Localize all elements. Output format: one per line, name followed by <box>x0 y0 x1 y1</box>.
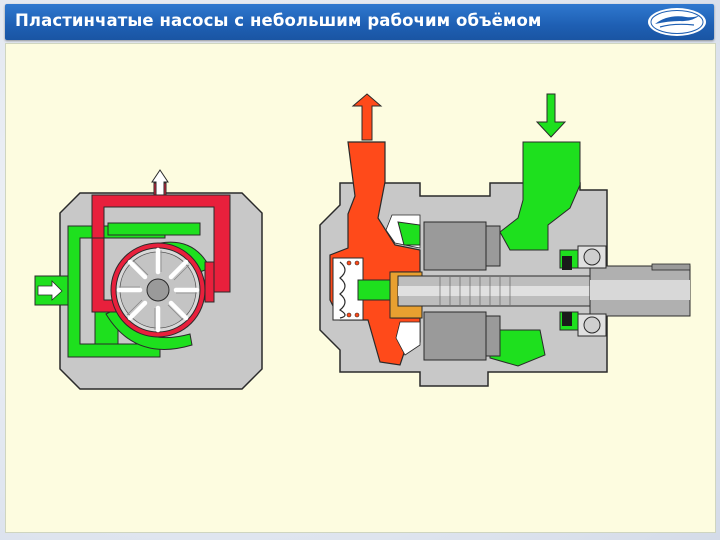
drive-shaft <box>397 263 691 317</box>
company-logo-icon <box>648 8 706 36</box>
title-bar: Пластинчатые насосы с небольшим рабочим … <box>5 4 714 40</box>
rotor-assembly <box>110 242 206 338</box>
page-title: Пластинчатые насосы с небольшим рабочим … <box>15 11 542 30</box>
rotor-vanes <box>116 247 200 333</box>
rotor-shaft <box>146 278 170 302</box>
shaft-seal <box>562 256 572 326</box>
arrow-up-icon <box>151 169 169 196</box>
arrow-right-icon <box>37 280 63 301</box>
arrow-up-icon <box>351 93 383 141</box>
cross-section-view <box>34 169 263 390</box>
bearing <box>577 245 607 337</box>
longitudinal-section-view <box>319 93 691 387</box>
rotor-stack <box>423 221 501 361</box>
arrow-down-icon <box>535 93 567 138</box>
